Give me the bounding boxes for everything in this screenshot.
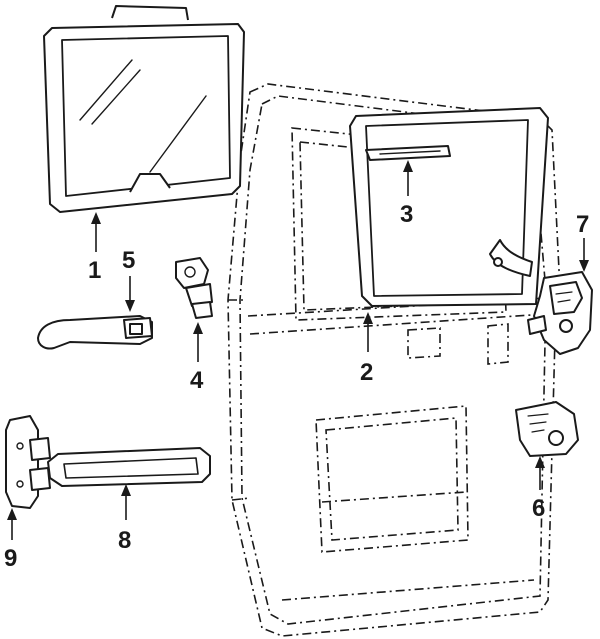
- callout-leaders: [7, 160, 589, 540]
- callout-numbers: 1 2 3 4 5 6 7 8 9: [4, 201, 589, 572]
- door-hinge: [5, 415, 51, 509]
- window-channel-seal: [349, 107, 549, 307]
- lock-cylinder: [175, 257, 213, 319]
- door-latch-plate: [515, 401, 579, 457]
- callout-8: 8: [118, 527, 131, 554]
- callout-6: 6: [532, 495, 545, 522]
- door-check-strap: [47, 447, 211, 487]
- callout-3: 3: [400, 201, 413, 228]
- outside-door-handle: [37, 315, 153, 350]
- callout-1: 1: [88, 257, 101, 284]
- door-window-glass: [43, 5, 245, 213]
- window-inner-strip: [365, 145, 533, 277]
- door-latch-assembly: [527, 271, 593, 355]
- callout-2: 2: [360, 359, 373, 386]
- callout-9: 9: [4, 545, 17, 572]
- callout-4: 4: [190, 367, 204, 394]
- callout-7: 7: [576, 211, 589, 238]
- callout-5: 5: [122, 247, 135, 274]
